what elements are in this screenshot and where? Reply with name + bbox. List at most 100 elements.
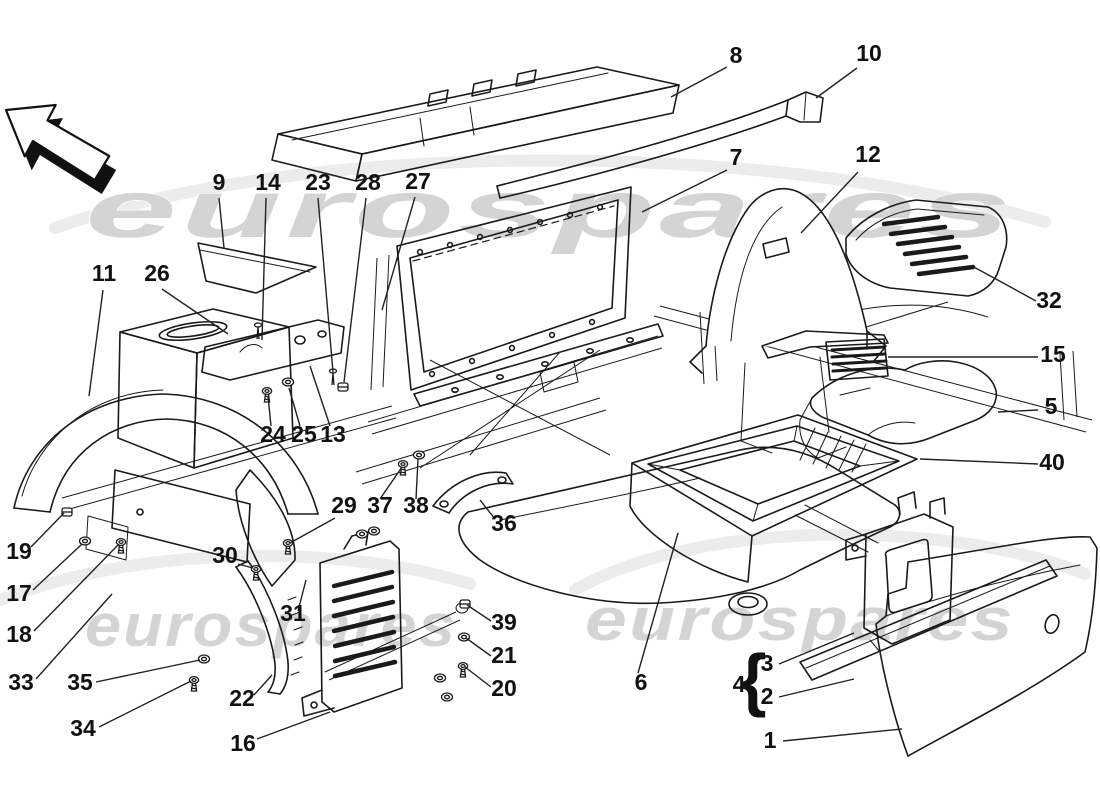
leader-line-36 bbox=[479, 499, 496, 520]
part-7-bulkhead-frame bbox=[396, 186, 664, 407]
washer-icon bbox=[78, 536, 92, 546]
part-2-inner-sill-rail bbox=[799, 559, 1058, 681]
watermark-layer: eurospares eurospares eurospares bbox=[0, 154, 1091, 660]
bolt-icon bbox=[188, 675, 200, 692]
leader-line-5 bbox=[997, 409, 1039, 413]
washer-icon bbox=[433, 673, 447, 683]
chassis-structure bbox=[61, 254, 1093, 681]
callout-4: 4 bbox=[733, 671, 746, 697]
callout-21: 21 bbox=[491, 642, 517, 668]
leader-line-25 bbox=[288, 387, 301, 427]
leader-line-3 bbox=[778, 632, 855, 665]
leader-line-2 bbox=[778, 678, 855, 698]
part-6-floor-mat bbox=[458, 446, 901, 605]
watermark-top: eurospares bbox=[85, 164, 1015, 255]
callout-9: 9 bbox=[213, 169, 226, 195]
washer-icon bbox=[367, 526, 381, 536]
watermark-bottom-right: eurospares bbox=[585, 586, 1015, 653]
clip-icon bbox=[337, 382, 349, 392]
washer-icon bbox=[355, 529, 369, 539]
callout-5: 5 bbox=[1045, 393, 1058, 419]
leader-line-23 bbox=[317, 197, 334, 373]
leader-line-40 bbox=[919, 458, 1039, 465]
part-10-upper-rail bbox=[496, 91, 824, 199]
leader-line-35 bbox=[95, 659, 201, 683]
callout-28: 28 bbox=[355, 169, 381, 195]
washer-icon bbox=[281, 377, 295, 387]
callout-39: 39 bbox=[491, 609, 517, 635]
part-40-luggage-tub bbox=[629, 414, 918, 616]
callout-31: 31 bbox=[280, 600, 306, 626]
leader-line-14 bbox=[261, 197, 267, 341]
part-32-vented-shelf-panel bbox=[845, 199, 1008, 297]
callout-23: 23 bbox=[305, 169, 331, 195]
callout-1: 1 bbox=[764, 727, 777, 753]
bolt-icon bbox=[261, 386, 273, 403]
leader-line-21 bbox=[465, 637, 492, 657]
bolt-icon bbox=[457, 661, 469, 678]
callout-30: 30 bbox=[212, 542, 238, 568]
callout-27: 27 bbox=[405, 168, 431, 194]
callout-10: 10 bbox=[856, 40, 882, 66]
part-1-outer-sill-panel bbox=[875, 536, 1098, 757]
leader-line-19 bbox=[30, 512, 65, 548]
leader-line-28 bbox=[343, 197, 367, 383]
brace-4: { bbox=[739, 640, 766, 718]
part-26-mounting-bracket bbox=[201, 319, 345, 381]
watermark-swoosh-bottom-left bbox=[0, 549, 476, 606]
washer-icon bbox=[440, 692, 454, 702]
leader-line-32 bbox=[971, 265, 1037, 302]
leader-line-7 bbox=[641, 169, 728, 213]
leader-line-39 bbox=[466, 604, 492, 622]
callout-36: 36 bbox=[491, 510, 517, 536]
callout-13: 13 bbox=[320, 421, 346, 447]
leader-line-9 bbox=[218, 197, 225, 249]
washer-icon bbox=[197, 654, 211, 664]
callout-29: 29 bbox=[331, 492, 357, 518]
leader-line-20 bbox=[464, 666, 492, 688]
leader-line-27 bbox=[381, 196, 416, 311]
leader-line-34 bbox=[98, 680, 192, 728]
leader-line-10 bbox=[815, 67, 858, 99]
callout-25: 25 bbox=[291, 421, 317, 447]
callout-17: 17 bbox=[6, 580, 32, 606]
watermark-swoosh-top bbox=[49, 154, 1051, 234]
callout-16: 16 bbox=[230, 730, 256, 756]
callout-33: 33 bbox=[8, 669, 34, 695]
direction-arrow-icon bbox=[4, 103, 117, 194]
callout-11: 11 bbox=[92, 260, 117, 286]
callout-15: 15 bbox=[1040, 341, 1066, 367]
part-8-rear-shelf-panel bbox=[271, 66, 680, 182]
part-16-vented-side-panel bbox=[301, 531, 403, 717]
part-3-sill-bracket bbox=[845, 491, 954, 645]
callout-18: 18 bbox=[6, 621, 32, 647]
leader-line-18 bbox=[33, 544, 119, 632]
leader-line-6 bbox=[637, 532, 679, 674]
callout-40: 40 bbox=[1039, 449, 1065, 475]
leader-line-1 bbox=[782, 728, 903, 742]
callout-26: 26 bbox=[144, 260, 170, 286]
washer-icon bbox=[412, 450, 426, 460]
part-9-wedge-panel bbox=[197, 242, 317, 294]
part-5-shelf-trim-panel bbox=[799, 360, 998, 473]
callout-8: 8 bbox=[730, 42, 743, 68]
watermark-swoosh-bottom-right bbox=[569, 528, 1091, 596]
callout-14: 14 bbox=[255, 169, 281, 195]
leader-line-8 bbox=[670, 66, 728, 98]
leader-line-13 bbox=[309, 365, 331, 427]
leader-line-16 bbox=[256, 711, 331, 740]
callout-20: 20 bbox=[491, 675, 517, 701]
callout-19: 19 bbox=[6, 538, 32, 564]
leader-line-37 bbox=[379, 466, 403, 500]
leader-line-11 bbox=[88, 289, 104, 397]
leader-line-38 bbox=[415, 458, 419, 500]
callout-3: 3 bbox=[761, 650, 774, 676]
leader-line-29 bbox=[289, 517, 336, 544]
callout-32: 32 bbox=[1036, 287, 1062, 313]
leader-line-26 bbox=[161, 288, 229, 335]
part-15-louvered-strip bbox=[761, 330, 889, 381]
callout-6: 6 bbox=[635, 669, 648, 695]
callout-35: 35 bbox=[67, 669, 93, 695]
